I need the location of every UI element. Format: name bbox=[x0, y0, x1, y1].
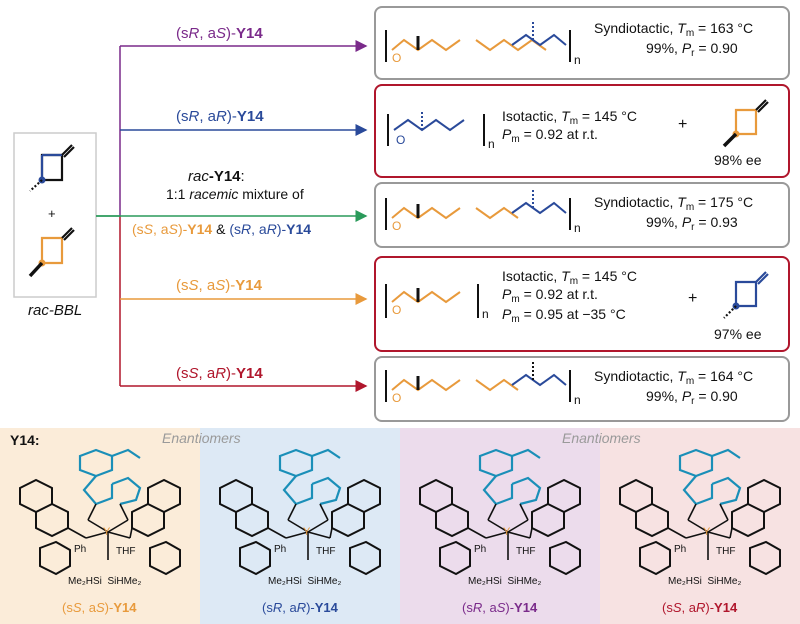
product-4-pm-rt: Pm = 0.92 at r.t. bbox=[502, 286, 598, 305]
chain3-n: n bbox=[574, 221, 581, 235]
chain1-o: O bbox=[392, 51, 402, 65]
residual-monomer-blue bbox=[723, 271, 769, 319]
ph-4: Ph bbox=[674, 544, 687, 555]
y-atom-1: Y bbox=[103, 526, 111, 538]
silyl-4: Me₂HSi SiHMe₂ bbox=[668, 576, 742, 587]
monomer-box bbox=[13, 132, 97, 298]
caption-sS-aR: (sS, aR)-Y14 bbox=[662, 600, 738, 615]
caption-sR-aR: (sR, aR)-Y14 bbox=[262, 600, 338, 615]
polymer-chain-5 bbox=[385, 362, 571, 402]
product-box-2 bbox=[374, 84, 790, 178]
polymer-chain-1 bbox=[385, 22, 571, 62]
product-2-ee: 98% ee bbox=[714, 152, 762, 168]
product-1-yield: 99%, Pr = 0.90 bbox=[646, 40, 738, 59]
route-label-3b: 1:1 racemic mixture of bbox=[166, 186, 304, 202]
caption-sR-aS: (sR, aS)-Y14 bbox=[462, 600, 538, 615]
y-atom-4: Y bbox=[703, 526, 711, 538]
product-3-yield: 99%, Pr = 0.93 bbox=[646, 214, 738, 233]
product-box-3 bbox=[374, 182, 790, 248]
thf-3: THF bbox=[516, 546, 536, 557]
route-label-3a: rac-Y14: bbox=[188, 168, 245, 185]
product-2-pm: Pm = 0.92 at r.t. bbox=[502, 126, 598, 145]
chain2-n: n bbox=[488, 137, 495, 151]
y-atom-2: Y bbox=[303, 526, 311, 538]
silyl-3: Me₂HSi SiHMe₂ bbox=[468, 576, 542, 587]
ph-3: Ph bbox=[474, 544, 487, 555]
monomer-orange bbox=[28, 227, 75, 278]
monomer-label: rac-BBL bbox=[28, 302, 83, 319]
route-label-1: (sR, aS)-Y14 bbox=[176, 25, 263, 42]
product-4-plus: + bbox=[688, 290, 698, 307]
panel-sS-aR bbox=[600, 428, 800, 624]
chain3-o: O bbox=[392, 219, 402, 233]
product-1-tacticity: Syndiotactic, Tm = 163 °C bbox=[594, 20, 754, 39]
chain2-o: O bbox=[396, 133, 406, 147]
product-4-pm-low: Pm = 0.95 at −35 °C bbox=[502, 306, 626, 325]
product-5-tacticity: Syndiotactic, Tm = 164 °C bbox=[594, 368, 754, 387]
polymer-chain-3 bbox=[385, 190, 571, 230]
route-label-2: (sR, aR)-Y14 bbox=[176, 108, 264, 125]
chain5-n: n bbox=[574, 393, 581, 407]
residual-monomer-orange bbox=[722, 99, 769, 148]
panel-sR-aS bbox=[400, 428, 600, 624]
product-5-yield: 99%, Pr = 0.90 bbox=[646, 388, 738, 407]
thf-2: THF bbox=[316, 546, 336, 557]
thf-4: THF bbox=[716, 546, 736, 557]
caption-sS-aS: (sS, aS)-Y14 bbox=[62, 600, 137, 615]
panel-sR-aR bbox=[200, 428, 400, 624]
route-label-5: (sS, aR)-Y14 bbox=[176, 365, 263, 382]
product-2-plus: + bbox=[678, 116, 688, 133]
chain4-n: n bbox=[482, 307, 489, 321]
chain4-o: O bbox=[392, 303, 402, 317]
y-atom-3: Y bbox=[503, 526, 511, 538]
product-box-1 bbox=[374, 6, 790, 80]
polymer-chain-4 bbox=[385, 284, 479, 318]
chain5-o: O bbox=[392, 391, 402, 405]
chain1-n: n bbox=[574, 53, 581, 67]
catalyst-title: Y14: bbox=[10, 432, 40, 448]
product-3-tacticity: Syndiotactic, Tm = 175 °C bbox=[594, 194, 754, 213]
panel-sS-aS bbox=[0, 428, 200, 624]
silyl-1: Me₂HSi SiHMe₂ bbox=[68, 576, 142, 587]
enantiomers-label-left: Enantiomers bbox=[162, 430, 241, 446]
product-box-4 bbox=[374, 256, 790, 352]
product-2-tacticity: Isotactic, Tm = 145 °C bbox=[502, 108, 637, 127]
route-label-4: (sS, aS)-Y14 bbox=[176, 277, 262, 294]
route-label-3c: (sS, aS)-Y14 & (sR, aR)-Y14 bbox=[132, 221, 312, 237]
product-4-tacticity: Isotactic, Tm = 145 °C bbox=[502, 268, 637, 287]
thf-1: THF bbox=[116, 546, 136, 557]
monomer-plus: + bbox=[48, 206, 56, 221]
enantiomers-label-right: Enantiomers bbox=[562, 430, 641, 446]
ph-1: Ph bbox=[74, 544, 87, 555]
product-box-5 bbox=[374, 356, 790, 422]
product-4-ee: 97% ee bbox=[714, 326, 762, 342]
monomer-blue bbox=[29, 144, 75, 192]
polymer-chain-2 bbox=[387, 112, 485, 146]
ph-2: Ph bbox=[274, 544, 287, 555]
silyl-2: Me₂HSi SiHMe₂ bbox=[268, 576, 342, 587]
